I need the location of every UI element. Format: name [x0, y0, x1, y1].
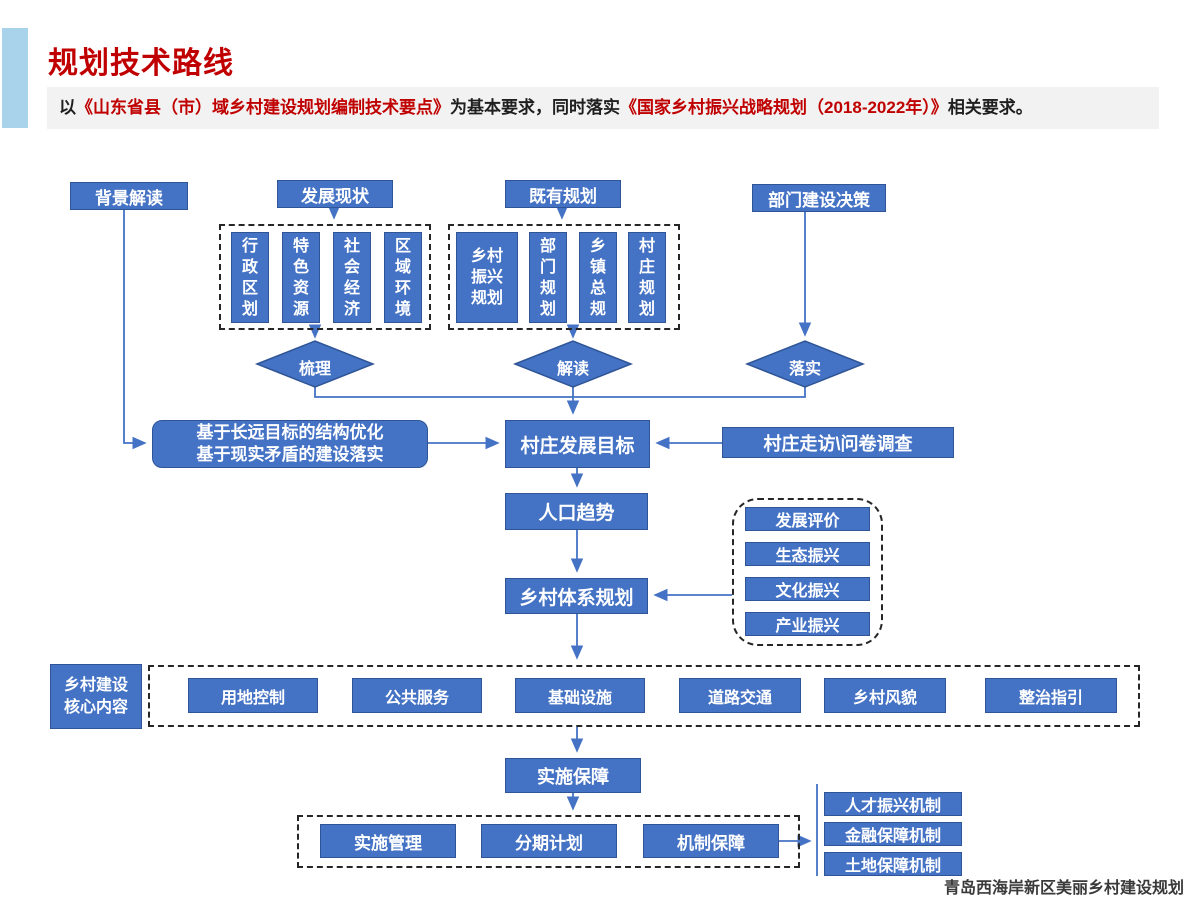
node-label: 部门规划: [539, 237, 556, 318]
node-infrastructure: 基础设施: [515, 678, 645, 713]
diamond-interpret: [512, 340, 634, 388]
node-label: 社会经济: [343, 237, 360, 318]
node-phased-plan: 分期计划: [481, 824, 617, 858]
node-village-development-goal: 村庄发展目标: [505, 420, 650, 468]
node-rural-appearance: 乡村风貌: [824, 678, 946, 713]
node-land-mechanism: 土地保障机制: [824, 852, 962, 876]
node-finance-mechanism: 金融保障机制: [824, 822, 962, 846]
intro-doc2: 《国家乡村振兴战略规划（2018-2022年）》: [620, 98, 948, 117]
node-implementation-management: 实施管理: [320, 824, 456, 858]
footer-caption: 青岛西海岸新区美丽乡村建设规划: [943, 880, 1184, 897]
node-label: 区域环境: [394, 237, 411, 318]
intro-text: 以《山东省县（市）域乡村建设规划编制技术要点》为基本要求，同时落实《国家乡村振兴…: [47, 87, 1159, 130]
strategy-line2: 基于现实矛盾的建设落实: [196, 445, 384, 464]
node-road-traffic: 道路交通: [679, 678, 801, 713]
node-village-plan: 村庄规划: [628, 232, 666, 323]
node-department-decisions: 部门建设决策: [752, 184, 886, 212]
node-core-content-label: 乡村建设 核心内容: [50, 664, 142, 729]
node-village-survey: 村庄走访\问卷调查: [722, 427, 954, 458]
node-development-status: 发展现状: [277, 180, 393, 208]
node-improvement-guidance: 整治指引: [985, 678, 1117, 713]
diamond-label-sort: 梳理: [298, 361, 331, 378]
node-label: 乡村振兴规划: [470, 248, 503, 307]
group-revitalization: [732, 498, 883, 646]
node-population-trend: 人口趋势: [505, 493, 648, 530]
side-accent-bar: [2, 28, 28, 128]
group-implementation: [297, 815, 800, 868]
node-development-evaluation: 发展评价: [745, 507, 870, 531]
group-existing-plans: [448, 224, 680, 330]
group-status-items: [219, 224, 431, 330]
node-label: 村庄规划: [638, 237, 655, 318]
node-social-economy: 社会经济: [333, 232, 371, 323]
node-department-plan: 部门规划: [529, 232, 567, 323]
node-rural-system-plan: 乡村体系规划: [505, 578, 648, 614]
node-land-use-control: 用地控制: [188, 678, 318, 713]
intro-mid: 为基本要求，同时落实: [450, 98, 620, 117]
node-label: 行政区划: [241, 237, 258, 318]
node-special-resources: 特色资源: [282, 232, 320, 323]
strategy-line1: 基于长远目标的结构优化: [196, 423, 384, 442]
node-mechanism-guarantee: 机制保障: [643, 824, 779, 858]
core-label-line1: 乡村建设: [63, 676, 128, 694]
node-label: 特色资源: [292, 237, 309, 318]
node-implementation-guarantee: 实施保障: [505, 758, 641, 793]
page-title: 规划技术路线: [48, 47, 234, 80]
node-admin-divisions: 行政区划: [231, 232, 269, 323]
node-regional-environment: 区域环境: [384, 232, 422, 323]
core-label-line2: 核心内容: [63, 698, 128, 716]
node-rural-revitalization-plan: 乡村振兴规划: [456, 232, 518, 323]
node-industrial-revitalization: 产业振兴: [745, 612, 870, 636]
node-ecological-revitalization: 生态振兴: [745, 542, 870, 566]
diamond-implement: [744, 340, 866, 388]
node-public-services: 公共服务: [352, 678, 482, 713]
intro-doc1: 《山东省县（市）域乡村建设规划编制技术要点》: [76, 98, 450, 117]
node-talent-mechanism: 人才振兴机制: [824, 792, 962, 816]
node-strategy: 基于长远目标的结构优化 基于现实矛盾的建设落实: [152, 420, 428, 468]
diamond-label-interpret: 解读: [556, 361, 589, 378]
diamond-sort: [254, 340, 376, 388]
group-core-content: [148, 665, 1140, 727]
intro-suffix: 相关要求。: [947, 98, 1033, 117]
node-cultural-revitalization: 文化振兴: [745, 577, 870, 601]
node-label: 乡镇总规: [589, 237, 606, 318]
diamond-label-implement: 落实: [788, 361, 821, 378]
node-existing-plans: 既有规划: [505, 180, 621, 208]
node-township-master-plan: 乡镇总规: [579, 232, 617, 323]
intro-prefix: 以: [59, 98, 76, 117]
node-background-analysis: 背景解读: [70, 182, 188, 210]
